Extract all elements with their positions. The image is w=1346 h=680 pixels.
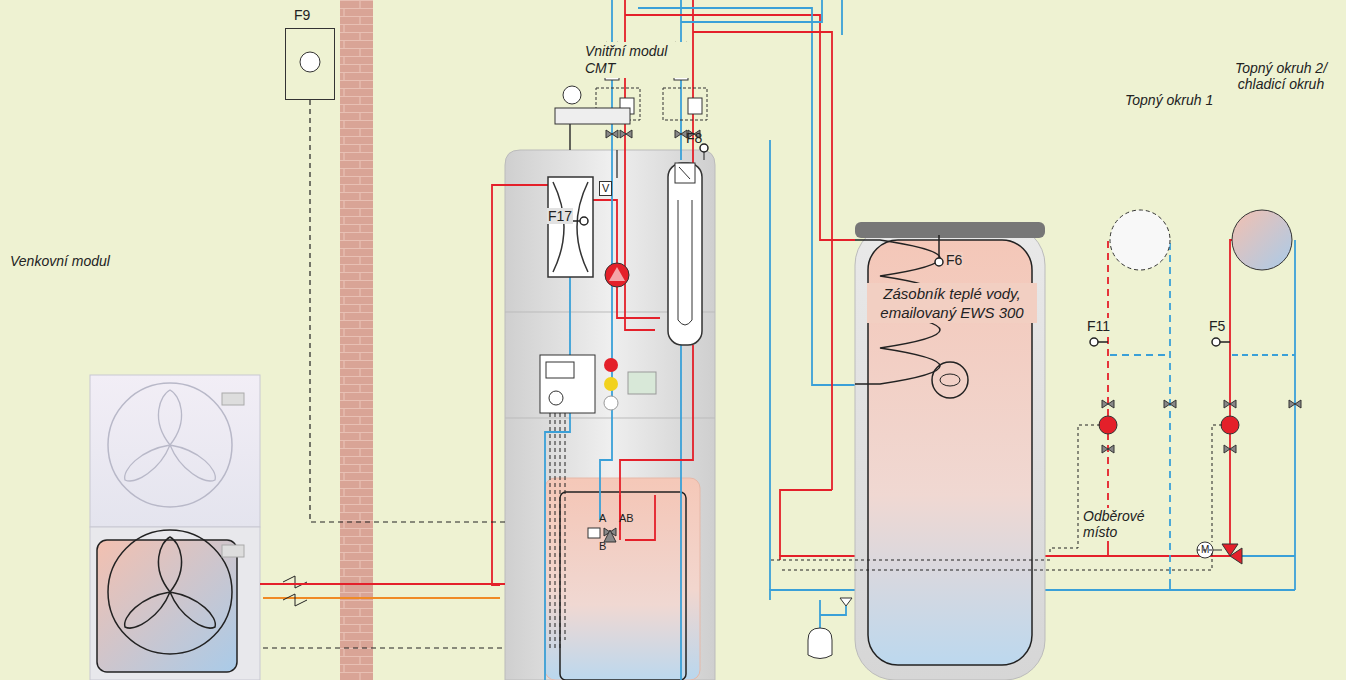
pipe-connector <box>310 100 505 522</box>
valve-port: A <box>599 512 606 525</box>
valve-port: B <box>599 540 606 553</box>
tap-point-label: Odběrové místo <box>1082 508 1164 540</box>
node-label: Zásobník teplé vody, emailovaný EWS 300 <box>867 283 1037 323</box>
sensor-number: F6 <box>945 252 963 268</box>
sensor-number: F8 <box>686 130 702 146</box>
circuit-title: Topný okruh 1 <box>1125 92 1225 108</box>
motor-symbol: M <box>1201 544 1209 556</box>
sensor-number: F5 <box>1208 318 1226 334</box>
sensor-number: F17 <box>547 208 573 224</box>
outdoor-unit: Venkovní modul <box>90 375 260 680</box>
circuit-title: Topný okruh 2/ chladicí okruh <box>1222 60 1340 92</box>
valve-port: AB <box>619 512 634 525</box>
sensor-number: F11 <box>1086 318 1111 334</box>
node-label: Vnitřní modul CMT <box>583 42 692 78</box>
vessel-symbol: V <box>599 181 612 196</box>
indoor-module: Vnitřní modul CMT <box>505 150 715 680</box>
room-sensor: F9 <box>285 28 335 100</box>
hot-water-tank: Zásobník teplé vody, emailovaný EWS 300 <box>855 225 1045 680</box>
pipe-connector <box>260 583 505 585</box>
node-label: F9 <box>294 7 334 24</box>
node-label: Venkovní modul <box>10 253 160 270</box>
